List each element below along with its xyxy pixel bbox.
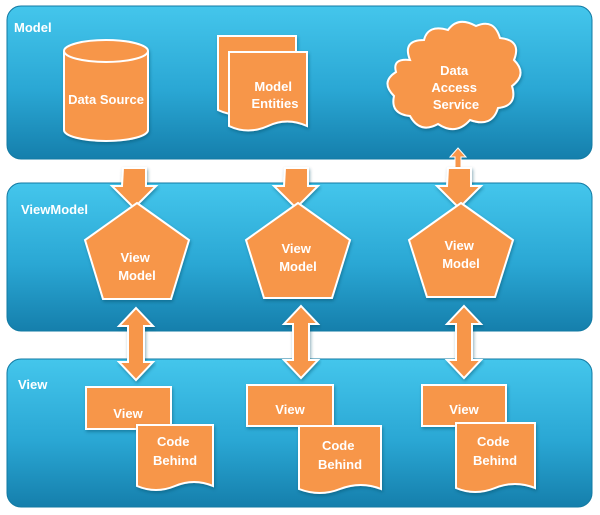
viewmodel-layer-title: ViewModel (21, 202, 88, 217)
view-2-label: View (275, 402, 305, 417)
model-entities-label: Model Entities (252, 79, 299, 111)
view-group-2: View Code Behind (246, 384, 382, 494)
view-1-box (85, 386, 172, 430)
viewmodel-1: View Model (83, 201, 191, 300)
model-entities-docs (217, 35, 308, 132)
viewmodel-3-pentagon (407, 201, 515, 298)
viewmodel-1-label: View Model (118, 250, 156, 283)
view-group-3: View Code Behind (421, 384, 536, 493)
view-2-box (246, 384, 334, 427)
data-source-cylinder (63, 39, 149, 142)
viewmodel-3-label: View Model (442, 238, 480, 271)
double-arrow-2 (281, 304, 321, 380)
data-access-service-cloud (386, 20, 522, 131)
code-behind-3-doc (455, 422, 536, 493)
code-behind-1-doc (136, 424, 214, 491)
viewmodel-2: View Model (244, 201, 352, 299)
data-access-service-label: Data Access Service (431, 63, 480, 112)
code-behind-2-label: Code Behind (318, 438, 362, 472)
code-behind-1-label: Code Behind (153, 434, 197, 468)
code-behind-3-label: Code Behind (473, 434, 517, 468)
connector-bar (136, 171, 506, 177)
model-to-viewmodel-connectors (109, 147, 506, 210)
viewmodel-2-pentagon (244, 201, 352, 299)
viewmodel-1-pentagon (83, 201, 191, 300)
viewmodel-2-label: View Model (279, 241, 317, 274)
double-arrow-3 (444, 304, 484, 380)
data-source-label: Data Source (68, 92, 144, 107)
viewmodel-view-connectors (116, 304, 484, 382)
view-group-1: View Code Behind (85, 386, 214, 491)
double-arrow-1 (116, 306, 156, 382)
view-1-label: View (113, 406, 143, 421)
view-layer-title: View (18, 377, 48, 392)
view-3-label: View (449, 402, 479, 417)
view-3-box (421, 384, 507, 427)
code-behind-2-doc (298, 425, 382, 494)
down-arrow-3 (434, 167, 484, 210)
down-arrow-2 (271, 167, 321, 210)
viewmodel-3: View Model (407, 201, 515, 298)
down-arrow-1 (109, 167, 159, 210)
model-layer-title: Model (14, 20, 52, 35)
